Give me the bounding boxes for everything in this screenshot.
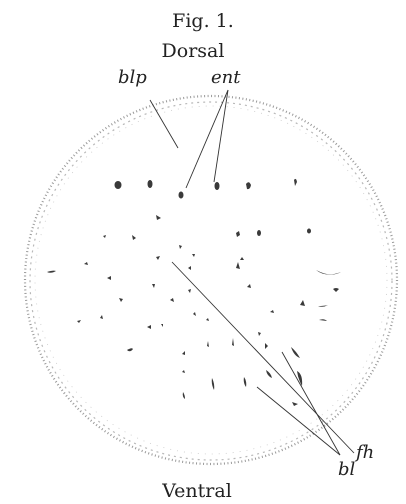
label-ent: ent [211,67,241,88]
label-bl: bl [338,459,356,480]
label-blp: blp [118,67,147,88]
leader-lines [150,90,354,455]
cell-nuclei [47,179,341,406]
ventral-label: Ventral [161,480,232,502]
figure-title: Fig. 1. [172,10,234,32]
dorsal-label: Dorsal [162,40,225,62]
section-outline [25,96,397,464]
label-fh: fh [354,442,374,463]
